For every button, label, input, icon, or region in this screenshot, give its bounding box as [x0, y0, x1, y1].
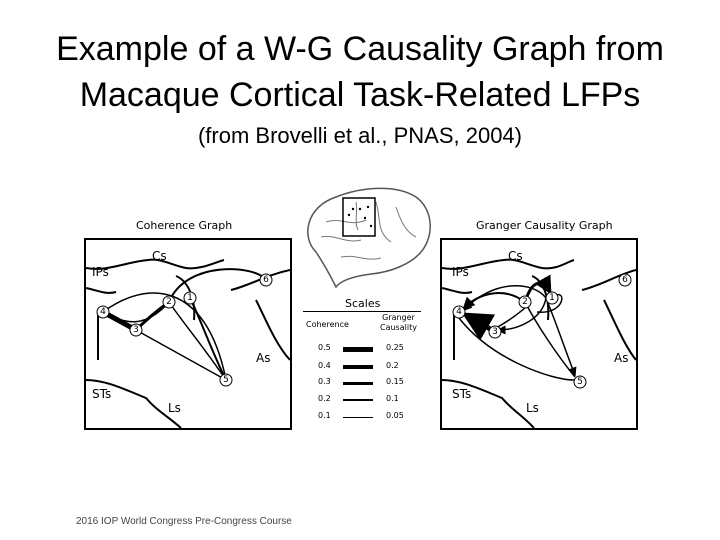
- scales-divider: [303, 311, 421, 312]
- granger-node-5: 5: [574, 376, 586, 388]
- coherence-node-4: 4: [97, 306, 109, 318]
- coherence-node-2: 2: [163, 296, 175, 308]
- scale-row: 0.1 0.05: [318, 411, 418, 423]
- scale-granger-value: 0.05: [386, 411, 404, 420]
- scale-row: 0.4 0.2: [318, 361, 418, 373]
- scale-coherence-value: 0.1: [318, 411, 331, 420]
- scale-granger-value: 0.25: [386, 343, 404, 352]
- region-cs: Cs: [152, 249, 167, 263]
- granger-node-4: 4: [453, 306, 465, 318]
- scale-granger-value: 0.15: [386, 377, 404, 386]
- region-ips: IPs: [92, 265, 109, 279]
- title-line-2: Macaque Cortical Task-Related LFPs: [0, 72, 720, 118]
- coherence-node-6: 6: [260, 274, 272, 286]
- svg-text:2: 2: [522, 297, 528, 307]
- region-ips: IPs: [452, 265, 469, 279]
- svg-text:5: 5: [577, 377, 583, 387]
- scale-line-sample: [343, 399, 373, 401]
- scale-coherence-value: 0.3: [318, 377, 331, 386]
- coherence-graph-title: Coherence Graph: [136, 219, 232, 232]
- coherence-node-1: 1: [184, 292, 196, 304]
- slide-title: Example of a W-G Causality Graph from Ma…: [0, 26, 720, 118]
- scale-line-sample: [343, 417, 373, 418]
- scale-granger-value: 0.1: [386, 394, 399, 403]
- scale-granger-value: 0.2: [386, 361, 399, 370]
- region-ls: Ls: [526, 401, 539, 415]
- svg-text:4: 4: [456, 307, 462, 317]
- region-ls: Ls: [168, 401, 181, 415]
- region-cs: Cs: [508, 249, 523, 263]
- svg-text:1: 1: [187, 293, 193, 303]
- brain-illustration: [296, 182, 436, 292]
- region-sts: STs: [92, 387, 111, 401]
- scales-coherence-header: Coherence: [306, 320, 349, 329]
- scale-coherence-value: 0.4: [318, 361, 331, 370]
- scales-granger-header: Granger Causality: [380, 313, 417, 333]
- svg-text:3: 3: [492, 327, 498, 337]
- svg-text:5: 5: [223, 375, 229, 385]
- scale-line-sample: [343, 365, 373, 369]
- svg-text:4: 4: [100, 307, 106, 317]
- scale-line-sample: [343, 382, 373, 385]
- svg-text:1: 1: [549, 293, 555, 303]
- granger-node-3: 3: [489, 326, 501, 338]
- granger-node-1: 1: [546, 292, 558, 304]
- scale-row: 0.3 0.15: [318, 377, 418, 389]
- scale-coherence-value: 0.2: [318, 394, 331, 403]
- granger-causality-graph: 1 2 3 4 5 6 Cs IPs As STs Ls: [440, 238, 638, 430]
- granger-graph-title: Granger Causality Graph: [476, 219, 613, 232]
- scale-row: 0.2 0.1: [318, 394, 418, 406]
- coherence-graph: 1 2 3 4 5 6 Cs IPs As STs Ls: [84, 238, 292, 430]
- svg-text:2: 2: [166, 297, 172, 307]
- slide-subtitle: (from Brovelli et al., PNAS, 2004): [0, 123, 720, 149]
- coherence-node-5: 5: [220, 374, 232, 386]
- scale-coherence-value: 0.5: [318, 343, 331, 352]
- svg-text:6: 6: [263, 275, 269, 285]
- coherence-node-3: 3: [130, 324, 142, 336]
- title-line-1: Example of a W-G Causality Graph from: [0, 26, 720, 72]
- granger-node-6: 6: [619, 274, 631, 286]
- region-as: As: [256, 351, 270, 365]
- region-as: As: [614, 351, 628, 365]
- granger-node-2: 2: [519, 296, 531, 308]
- scale-row: 0.5 0.25: [318, 343, 418, 355]
- footer-text: 2016 IOP World Congress Pre-Congress Cou…: [76, 516, 292, 527]
- region-sts: STs: [452, 387, 471, 401]
- scale-line-sample: [343, 347, 373, 352]
- svg-text:3: 3: [133, 325, 139, 335]
- svg-text:6: 6: [622, 275, 628, 285]
- scales-title: Scales: [345, 297, 380, 310]
